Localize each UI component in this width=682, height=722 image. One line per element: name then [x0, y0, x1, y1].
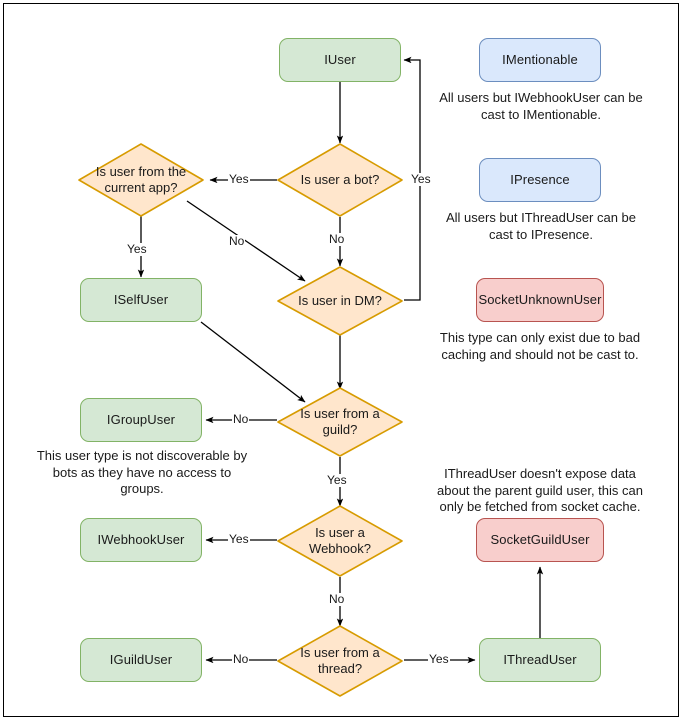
edge-label-guild-yes: Yes: [326, 473, 348, 487]
node-socketguilduser-label: SocketGuildUser: [490, 532, 590, 547]
decision-in-dm[interactable]: Is user in DM?: [277, 266, 403, 336]
node-ipresence[interactable]: IPresence: [479, 158, 601, 202]
edge-label-app-no: No: [228, 234, 246, 248]
note-igroupuser: This user type is not discoverable by bo…: [36, 448, 248, 496]
edge-label-thread-no: No: [232, 652, 250, 666]
decision-is-bot[interactable]: Is user a bot?: [277, 143, 403, 217]
node-iuser-label: IUser: [324, 52, 356, 67]
node-ipresence-label: IPresence: [510, 172, 570, 187]
edge-label-bot-no: No: [328, 232, 346, 246]
decision-current-app[interactable]: Is user from the current app?: [78, 143, 204, 217]
decision-is-webhook[interactable]: Is user a Webhook?: [277, 505, 403, 577]
edge-label-bot-yes: Yes: [228, 172, 250, 186]
decision-from-guild-label: Is user from a guild?: [300, 406, 380, 437]
edge-label-thread-yes: Yes: [428, 652, 450, 666]
node-socketguilduser[interactable]: SocketGuildUser: [476, 518, 604, 562]
decision-from-guild[interactable]: Is user from a guild?: [277, 387, 403, 457]
node-socketunknownuser-label: SocketUnknownUser: [478, 292, 602, 307]
edge-label-app-yes: Yes: [126, 242, 148, 256]
node-imentionable-label: IMentionable: [502, 52, 578, 67]
decision-current-app-label: Is user from the current app?: [95, 164, 187, 195]
node-igroupuser[interactable]: IGroupUser: [80, 398, 202, 442]
note-socketunknownuser: This type can only exist due to bad cach…: [439, 330, 641, 362]
node-iwebhookuser-label: IWebhookUser: [97, 532, 185, 547]
node-iselfuser-label: ISelfUser: [113, 292, 169, 307]
node-iuser[interactable]: IUser: [279, 38, 401, 82]
node-iselfuser[interactable]: ISelfUser: [80, 278, 202, 322]
decision-from-thread-label: Is user from a thread?: [300, 645, 380, 676]
node-iguilduser[interactable]: IGuildUser: [80, 638, 202, 682]
decision-is-bot-label: Is user a bot?: [300, 172, 380, 187]
note-ipresence: All users but IThreadUser can be cast to…: [445, 210, 637, 242]
node-igroupuser-label: IGroupUser: [106, 412, 176, 427]
edge-label-webhook-yes: Yes: [228, 532, 250, 546]
node-socketunknownuser[interactable]: SocketUnknownUser: [476, 278, 604, 322]
decision-is-webhook-label: Is user a Webhook?: [309, 525, 371, 556]
node-imentionable[interactable]: IMentionable: [479, 38, 601, 82]
decision-in-dm-label: Is user in DM?: [298, 293, 382, 308]
note-imentionable: All users but IWebhookUser can be cast t…: [439, 90, 643, 122]
edge-label-dm-yes: Yes: [410, 172, 432, 186]
node-iwebhookuser[interactable]: IWebhookUser: [80, 518, 202, 562]
node-ithreaduser[interactable]: IThreadUser: [479, 638, 601, 682]
note-ithreaduser: IThreadUser doesn't expose data about th…: [437, 466, 643, 514]
node-iguilduser-label: IGuildUser: [109, 652, 173, 667]
decision-from-thread[interactable]: Is user from a thread?: [277, 625, 403, 697]
edge-label-webhook-no: No: [328, 592, 346, 606]
edge-label-guild-no: No: [232, 412, 250, 426]
node-ithreaduser-label: IThreadUser: [503, 652, 577, 667]
